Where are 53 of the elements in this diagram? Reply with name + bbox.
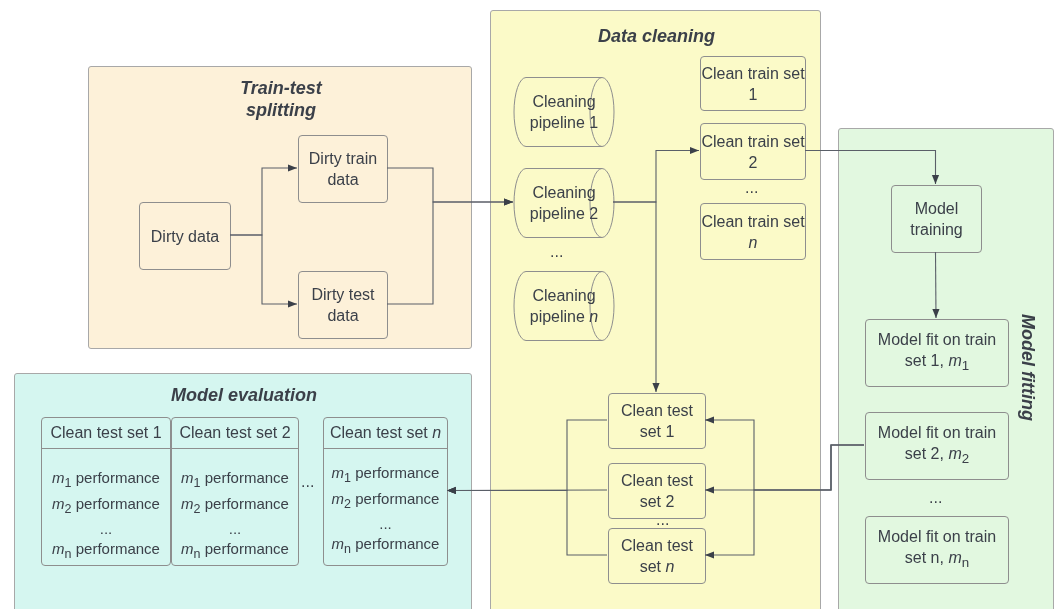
- process-box: Clean train set 2: [700, 123, 806, 180]
- process-box: Model fit on train set n, m$_{n}$: [865, 516, 1009, 584]
- process-box: Dirty test data: [298, 271, 388, 339]
- process-box: Model training: [891, 185, 982, 253]
- arrow: [229, 234, 298, 308]
- performance-line: ...: [227, 519, 243, 539]
- column-header: Clean test set 2: [172, 418, 298, 449]
- group-panel: [14, 373, 472, 609]
- arrow: [804, 149, 940, 185]
- group-title: Model fitting: [1017, 314, 1039, 421]
- performance-line: m$_{n}$ performance: [330, 533, 441, 558]
- pipeline-cylinder: Cleaning pipeline 1: [514, 77, 614, 147]
- ellipsis-text: ...: [550, 244, 564, 260]
- ellipsis-text: ...: [745, 180, 759, 196]
- process-box: Dirty train data: [298, 135, 388, 203]
- process-box: Model fit on train set 1, m$_{1}$: [865, 319, 1009, 387]
- performance-line: m$_{2}$ performance: [180, 493, 290, 518]
- process-box: Clean test set 2: [608, 463, 706, 519]
- performance-line: m$_{1}$ performance: [330, 463, 441, 487]
- performance-line: m$_{n}$ performance: [180, 538, 290, 563]
- results-table: [323, 417, 448, 566]
- process-box: Clean train set n: [700, 203, 806, 260]
- process-box: Clean test set n: [608, 528, 706, 584]
- performance-line: m$_{2}$ performance: [330, 488, 441, 513]
- process-box: Model fit on train set 2, m$_{2}$: [865, 412, 1009, 480]
- arrow: [446, 486, 608, 556]
- performance-line: m$_{2}$ performance: [51, 493, 161, 518]
- ellipsis-text: ...: [301, 474, 315, 490]
- results-table: [41, 417, 171, 566]
- pipeline-cylinder: Cleaning pipeline 2: [514, 168, 614, 238]
- group-panel: [490, 10, 821, 609]
- column-header: Clean test set 1: [42, 418, 170, 449]
- arrow: [932, 251, 940, 319]
- arrow: [704, 444, 865, 559]
- performance-line: ...: [378, 514, 393, 534]
- performance-line: m$_{1}$ performance: [180, 468, 290, 492]
- performance-line: m$_{1}$ performance: [51, 468, 161, 492]
- pipeline-cylinder: Cleaning pipeline n: [514, 271, 614, 341]
- process-box: Dirty data: [139, 202, 231, 270]
- ellipsis-text: ...: [929, 490, 943, 506]
- group-title: Train-test splitting: [239, 77, 324, 121]
- arrow: [386, 198, 514, 305]
- column-header: Clean test set n: [324, 418, 447, 449]
- group-title: Model evaluation: [170, 384, 318, 406]
- results-table: [171, 417, 299, 566]
- process-box: Clean train set 1: [700, 56, 806, 111]
- group-panel: [88, 66, 472, 349]
- performance-line: m$_{n}$ performance: [51, 538, 161, 563]
- process-box: Clean test set 1: [608, 393, 706, 449]
- arrow: [612, 201, 660, 393]
- group-panel: [838, 128, 1054, 609]
- performance-line: ...: [98, 519, 114, 539]
- group-title: Data cleaning: [596, 25, 716, 47]
